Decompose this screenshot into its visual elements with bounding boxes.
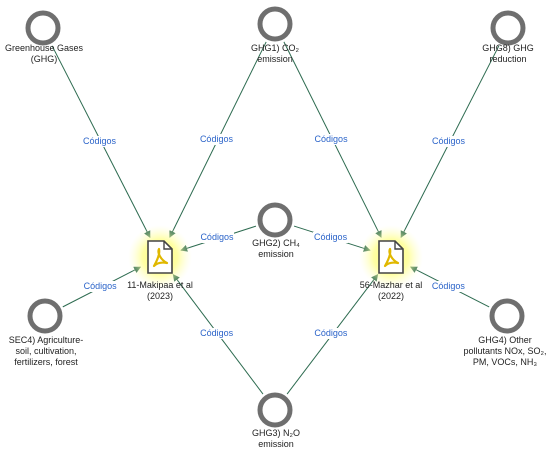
code-node-ghg8[interactable]: [490, 10, 526, 46]
pdf-document-icon: [147, 240, 173, 274]
pdf-document-icon: [378, 240, 404, 274]
nodes-layer: [25, 6, 526, 428]
edge-label-ghg-to-makipaa[interactable]: Códigos: [82, 135, 118, 147]
code-node-label-ghg8: GHG8) GHG reduction: [482, 43, 534, 64]
code-node-label-ghg: Greenhouse Gases (GHG): [4, 43, 84, 64]
edge-label-ghg4-to-mazhar[interactable]: Códigos: [430, 280, 466, 292]
edge-label-ghg1-to-mazhar[interactable]: Códigos: [313, 133, 349, 145]
code-node-ghg[interactable]: [25, 10, 61, 46]
document-label-mazhar: 56-Mazhar et al (2022): [359, 280, 423, 301]
code-node-label-ghg2: GHG2) CH₄ emission: [252, 238, 300, 259]
edge-label-ghg3-to-makipaa[interactable]: Códigos: [199, 328, 235, 340]
edge-label-ghg8-to-mazhar[interactable]: Códigos: [430, 135, 466, 147]
code-node-ghg1[interactable]: [257, 6, 293, 42]
edge-label-ghg2-to-mazhar[interactable]: Códigos: [313, 232, 349, 244]
code-node-sec4[interactable]: [27, 298, 63, 334]
code-node-label-ghg1: GHG1) CO₂ emission: [251, 43, 299, 64]
code-node-ghg3[interactable]: [257, 392, 293, 428]
document-node-makipaa[interactable]: [128, 225, 192, 289]
edge-label-ghg2-to-makipaa[interactable]: Códigos: [199, 232, 235, 244]
code-node-label-sec4: SEC4) Agriculture- soil, cultivation, fe…: [8, 335, 84, 367]
code-node-ghg2[interactable]: [257, 202, 293, 238]
edge-label-sec4-to-makipaa[interactable]: Códigos: [82, 280, 118, 292]
edge-label-ghg3-to-mazhar[interactable]: Códigos: [313, 328, 349, 340]
document-node-mazhar[interactable]: [359, 225, 423, 289]
edge-label-ghg1-to-makipaa[interactable]: Códigos: [198, 133, 234, 145]
document-label-makipaa: 11-Makipaa et al (2023): [127, 280, 193, 301]
code-node-ghg4[interactable]: [489, 298, 525, 334]
code-node-label-ghg4: GHG4) Other pollutants NOx, SO₂, PM, VOC…: [463, 335, 547, 367]
code-node-label-ghg3: GHG3) N₂O emission: [252, 428, 300, 449]
